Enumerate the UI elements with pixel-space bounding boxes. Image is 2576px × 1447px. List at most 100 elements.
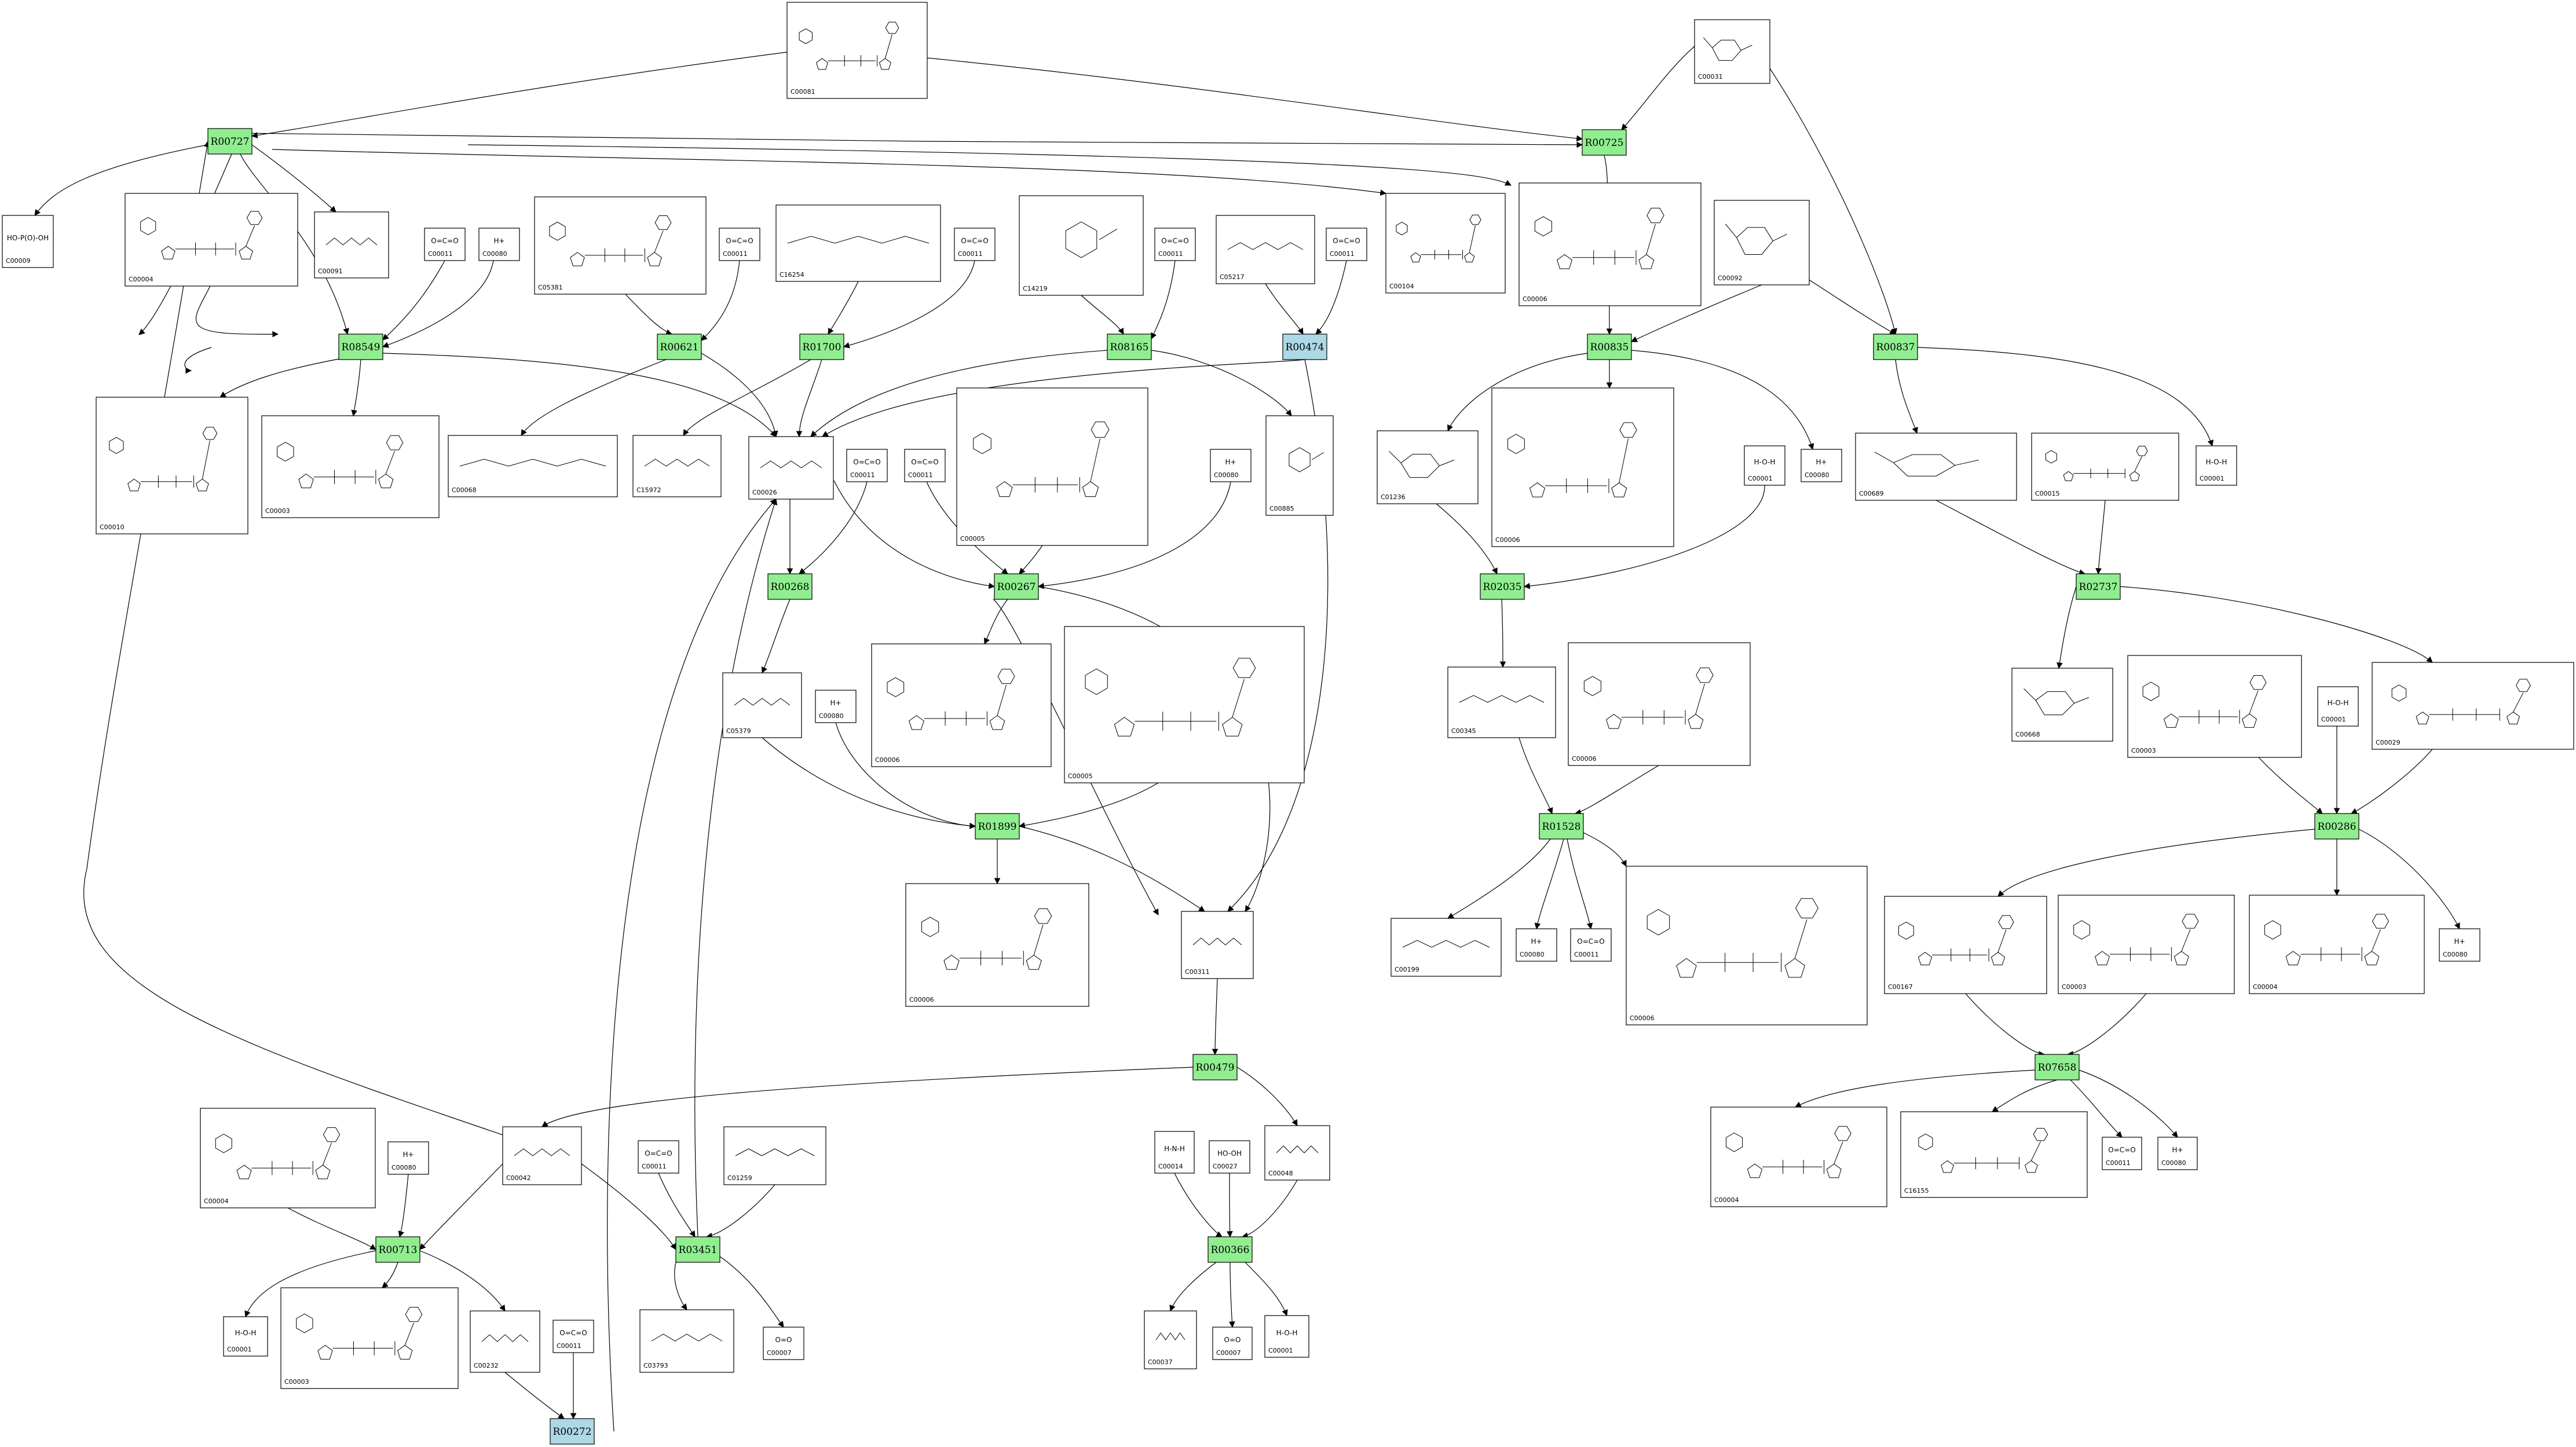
compound-c00080[interactable]: H+C00080	[815, 690, 857, 723]
reaction-node-r07658[interactable]: R07658	[2035, 1054, 2080, 1080]
compound-c16254[interactable]: C16254	[775, 204, 941, 282]
reaction-node-r00479[interactable]: R00479	[1192, 1054, 1238, 1080]
compound-c00006[interactable]: C00006	[1568, 642, 1751, 766]
compound-c00081[interactable]: C00081	[786, 2, 928, 99]
reaction-node-r02737[interactable]: R02737	[2076, 573, 2121, 600]
compound-c05379[interactable]: C05379	[722, 672, 802, 738]
reaction-node-r00267[interactable]: R00267	[994, 573, 1039, 600]
compound-c00010[interactable]: C00010	[96, 397, 248, 534]
compound-c00004[interactable]: C00004	[200, 1108, 376, 1208]
compound-c00031[interactable]: C00031	[1694, 19, 1770, 84]
compound-box	[1144, 1310, 1197, 1369]
compound-c00167[interactable]: C00167	[1884, 896, 2047, 994]
compound-c00232[interactable]: C00232	[470, 1310, 540, 1373]
compound-c00080[interactable]: H+C00080	[1210, 449, 1252, 482]
compound-c00004[interactable]: C00004	[1710, 1107, 1887, 1207]
compound-c00005[interactable]: C00005	[1064, 626, 1305, 783]
compound-c00005[interactable]: C00005	[956, 387, 1148, 546]
compound-c00006[interactable]: C00006	[1491, 387, 1674, 547]
reaction-node-r01899[interactable]: R01899	[975, 813, 1020, 840]
compound-c00199[interactable]: C00199	[1391, 918, 1502, 977]
compound-c00006[interactable]: C00006	[1626, 866, 1868, 1025]
reaction-node-r00366[interactable]: R00366	[1208, 1236, 1253, 1263]
compound-c00003[interactable]: C00003	[261, 415, 440, 518]
reaction-node-r00286[interactable]: R00286	[2314, 813, 2359, 840]
compound-c00689[interactable]: C00689	[1855, 433, 2017, 501]
compound-c00885[interactable]: C00885	[1265, 415, 1334, 516]
compound-c00006[interactable]: C00006	[871, 643, 1052, 767]
compound-c00080[interactable]: H+C00080	[2439, 928, 2480, 962]
reaction-node-r02035[interactable]: R02035	[1480, 573, 1525, 600]
compound-c01259[interactable]: C01259	[723, 1126, 826, 1185]
compound-c00026[interactable]: C00026	[748, 436, 834, 500]
compound-c00003[interactable]: C00003	[2058, 895, 2235, 994]
compound-c03793[interactable]: C03793	[639, 1309, 734, 1373]
reaction-node-r00727[interactable]: R00727	[207, 128, 253, 155]
compound-c00668[interactable]: C00668	[2011, 668, 2113, 742]
reaction-node-r01700[interactable]: R01700	[799, 334, 844, 360]
compound-c00068[interactable]: C00068	[448, 435, 618, 497]
compound-c00311[interactable]: C00311	[1181, 911, 1254, 979]
compound-c00006[interactable]: C00006	[905, 883, 1089, 1007]
compound-c00037[interactable]: C00037	[1144, 1310, 1197, 1369]
compound-c14219[interactable]: C14219	[1019, 195, 1144, 296]
compound-c00006[interactable]: C00006	[1518, 182, 1702, 306]
reaction-node-r00272[interactable]: R00272	[550, 1418, 595, 1445]
compound-c00042[interactable]: C00042	[502, 1126, 582, 1185]
compound-c00080[interactable]: H+C00080	[1516, 928, 1557, 962]
compound-c15972[interactable]: C15972	[632, 435, 722, 497]
compound-c16155[interactable]: C16155	[1900, 1111, 2088, 1198]
compound-c00104[interactable]: C00104	[1385, 193, 1506, 294]
compound-c05381[interactable]: C05381	[534, 196, 707, 295]
compound-c00003[interactable]: C00003	[2127, 655, 2302, 758]
reaction-edge	[272, 149, 1387, 196]
compound-c00092[interactable]: C00092	[1714, 200, 1810, 285]
compound-c00080[interactable]: H+C00080	[387, 1141, 429, 1175]
reaction-node-r00268[interactable]: R00268	[767, 573, 813, 600]
compound-c00004[interactable]: C00004	[2249, 895, 2425, 994]
reaction-node-r03451[interactable]: R03451	[675, 1236, 720, 1263]
compound-c00080[interactable]: H+C00080	[2157, 1137, 2198, 1170]
reaction-node-r00713[interactable]: R00713	[375, 1236, 420, 1263]
compound-c00003[interactable]: C00003	[280, 1287, 459, 1389]
reaction-node-r01528[interactable]: R01528	[1539, 813, 1584, 840]
compound-c01236[interactable]: C01236	[1377, 430, 1479, 504]
compound-c00345[interactable]: C00345	[1447, 666, 1556, 738]
reaction-node-r00725[interactable]: R00725	[1582, 129, 1627, 156]
compound-c00091[interactable]: C00091	[314, 211, 389, 279]
reaction-node-r08165[interactable]: R08165	[1107, 334, 1152, 360]
compound-c05217[interactable]: C05217	[1216, 215, 1315, 284]
compound-c00080[interactable]: H+C00080	[478, 228, 520, 261]
reaction-node-r00837[interactable]: R00837	[1873, 334, 1918, 360]
compound-c00004[interactable]: C00004	[125, 193, 298, 287]
compound-c00048[interactable]: C00048	[1264, 1125, 1330, 1181]
reaction-node-r00835[interactable]: R00835	[1587, 334, 1632, 360]
reaction-node-r08549[interactable]: R08549	[338, 334, 383, 360]
compound-c00080[interactable]: H+C00080	[1801, 449, 1842, 482]
reaction-node-r00474[interactable]: R00474	[1282, 334, 1327, 360]
compound-c00029[interactable]: C00029	[2372, 662, 2574, 750]
compound-c00015[interactable]: C00015	[2031, 433, 2179, 501]
reaction-node-r00621[interactable]: R00621	[657, 334, 702, 360]
